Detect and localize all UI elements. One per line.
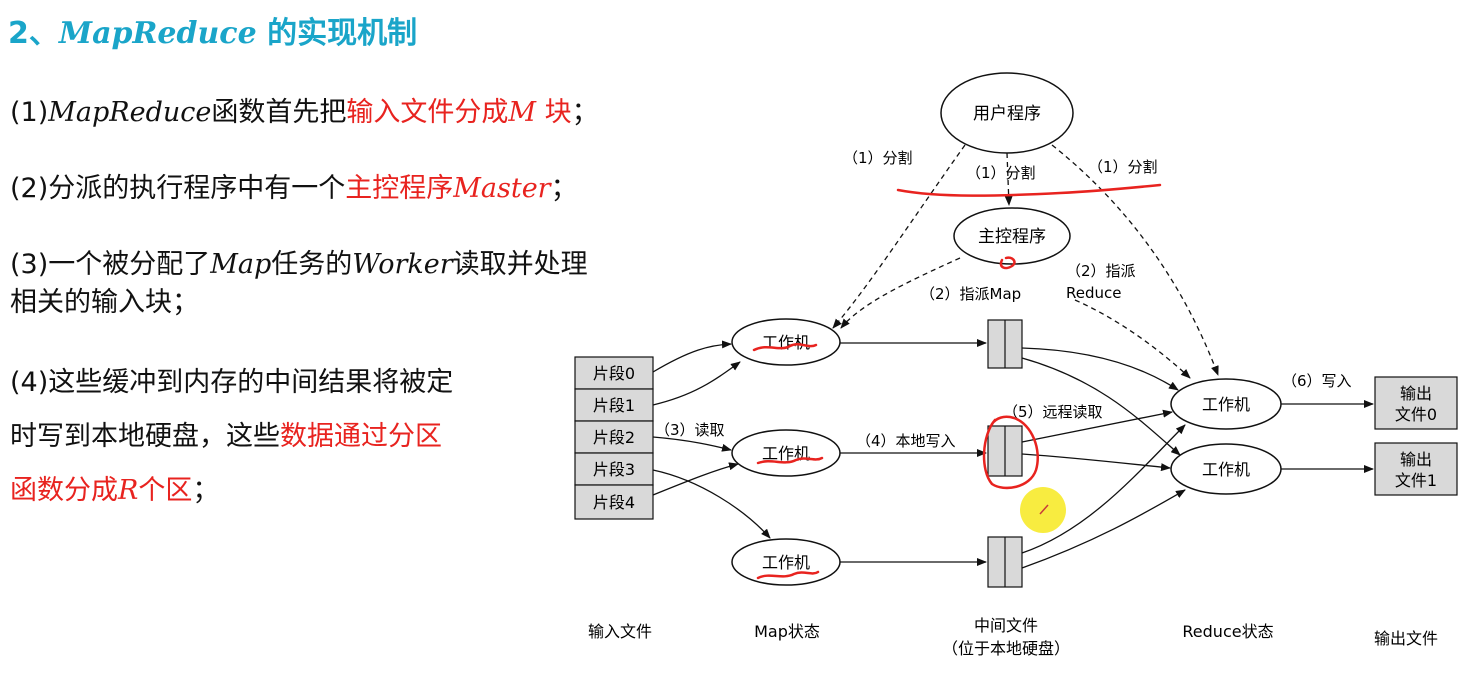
master-node (953, 207, 1071, 265)
segment-0-label: 片段0 (593, 364, 635, 383)
read-arrows (652, 340, 771, 539)
bullet-text: 任务的 (271, 249, 353, 280)
bullet-text: (2)分派的执行程序中有一个 (10, 173, 346, 204)
read-label: （3）读取 (655, 421, 725, 439)
highlight-text: 函数分成 (10, 475, 118, 506)
bullet-text: ； (571, 97, 599, 128)
map-worker-3-label: 工作机 (762, 553, 810, 572)
remote-read-arrows (1021, 347, 1186, 569)
local-write-arrows (840, 339, 987, 566)
highlight-text: 输入文件分成 (346, 97, 509, 128)
bullet-text: 时写到本地硬盘，这些 (10, 421, 280, 452)
remote-read-label: （5）远程读取 (1003, 403, 1103, 421)
output-file-0-line2: 文件0 (1395, 405, 1437, 424)
segment-1-label: 片段1 (593, 396, 635, 415)
title-suffix: 的实现机制 (256, 16, 418, 51)
assign-reduce-label-1: （2）指派 (1066, 262, 1136, 280)
bullet-text: (4)这些缓冲到内存的中间结果将被定 (10, 367, 454, 398)
write-arrows (1281, 400, 1374, 473)
split-mid-label: （1）分割 (966, 164, 1036, 182)
bullet-text: 函数首先把 (211, 97, 347, 128)
output-file-0 (1374, 376, 1458, 430)
highlight-text: Master (453, 173, 551, 204)
segment-1 (574, 388, 654, 422)
segment-2-label: 片段2 (593, 428, 635, 447)
bullet-text: MapReduce (48, 97, 212, 128)
output-file-1-line1: 输出 (1400, 450, 1432, 469)
intermediate-file-3 (987, 536, 1023, 588)
output-file-1-line2: 文件1 (1395, 471, 1437, 490)
user-program-label: 用户程序 (973, 104, 1041, 124)
assign-reduce-label-2: Reduce (1066, 284, 1121, 302)
master-label: 主控程序 (978, 227, 1046, 247)
assign-map-label: （2）指派Map (920, 285, 1021, 303)
write-label: （6）写入 (1282, 372, 1352, 390)
segment-4-label: 片段4 (593, 493, 635, 512)
bullet-4: (4)这些缓冲到内存的中间结果将被定 时写到本地硬盘，这些数据通过分区 函数分成… (10, 356, 670, 518)
bullet-text: ； (192, 475, 220, 506)
bullet-text: (3)一个被分配了 (10, 249, 211, 280)
split-arrows (832, 144, 1219, 379)
bullet-text: Map (210, 249, 272, 280)
title-mapreduce: MapReduce (58, 16, 257, 51)
highlight-text: M (508, 97, 537, 128)
bullet-text: 相关的输入块； (10, 287, 199, 318)
local-write-label: （4）本地写入 (856, 432, 956, 450)
intermediate-label-1: 中间文件 (974, 616, 1038, 635)
bullet-text: (1) (10, 97, 49, 128)
map-worker-1-label: 工作机 (762, 333, 810, 352)
segment-4 (574, 484, 654, 520)
segment-3 (574, 452, 654, 486)
map-worker-1 (731, 318, 841, 366)
input-files-label: 输入文件 (588, 622, 652, 641)
intermediate-file-1 (987, 319, 1023, 369)
bullet-2: (2)分派的执行程序中有一个主控程序Master； (10, 170, 670, 208)
reduce-worker-2-label: 工作机 (1202, 460, 1250, 479)
reduce-phase-label: Reduce状态 (1182, 622, 1273, 641)
split-left-label: （1）分割 (843, 149, 913, 167)
output-file-1 (1374, 442, 1458, 496)
bullet-text: ； (550, 173, 578, 204)
highlight-text: 数据通过分区 (280, 421, 442, 452)
split-right-label: （1）分割 (1088, 158, 1158, 176)
segment-3-label: 片段3 (593, 460, 635, 479)
bullet-text: 读取并处理 (452, 249, 588, 280)
highlight-text: 主控程序 (345, 173, 454, 204)
intermediate-label-2: （位于本地硬盘） (942, 639, 1070, 658)
title-number: 2、 (8, 16, 59, 51)
bullet-text: Worker (352, 249, 453, 280)
reduce-worker-1-label: 工作机 (1202, 395, 1250, 414)
highlight-text: R (118, 475, 139, 506)
map-phase-label: Map状态 (754, 622, 820, 641)
bullet-3: (3)一个被分配了Map任务的Worker读取并处理 相关的输入块； (10, 246, 670, 322)
highlight-text: 块 (536, 97, 572, 128)
segment-2 (574, 420, 654, 454)
bullet-list: (1)MapReduce函数首先把输入文件分成M 块； (2)分派的执行程序中有… (10, 94, 670, 556)
intermediate-file-2 (987, 425, 1023, 477)
output-files-label: 输出文件 (1374, 629, 1438, 648)
highlight-text: 个区 (138, 475, 193, 506)
output-file-0-line1: 输出 (1400, 384, 1432, 403)
slide-title: 2、MapReduce 的实现机制 (8, 8, 417, 52)
red-annotations (752, 183, 1162, 580)
input-segments: 片段0 片段1 片段2 片段3 片段4 (574, 356, 654, 520)
pointer-icon (1039, 504, 1049, 515)
bullet-1: (1)MapReduce函数首先把输入文件分成M 块； (10, 94, 670, 132)
